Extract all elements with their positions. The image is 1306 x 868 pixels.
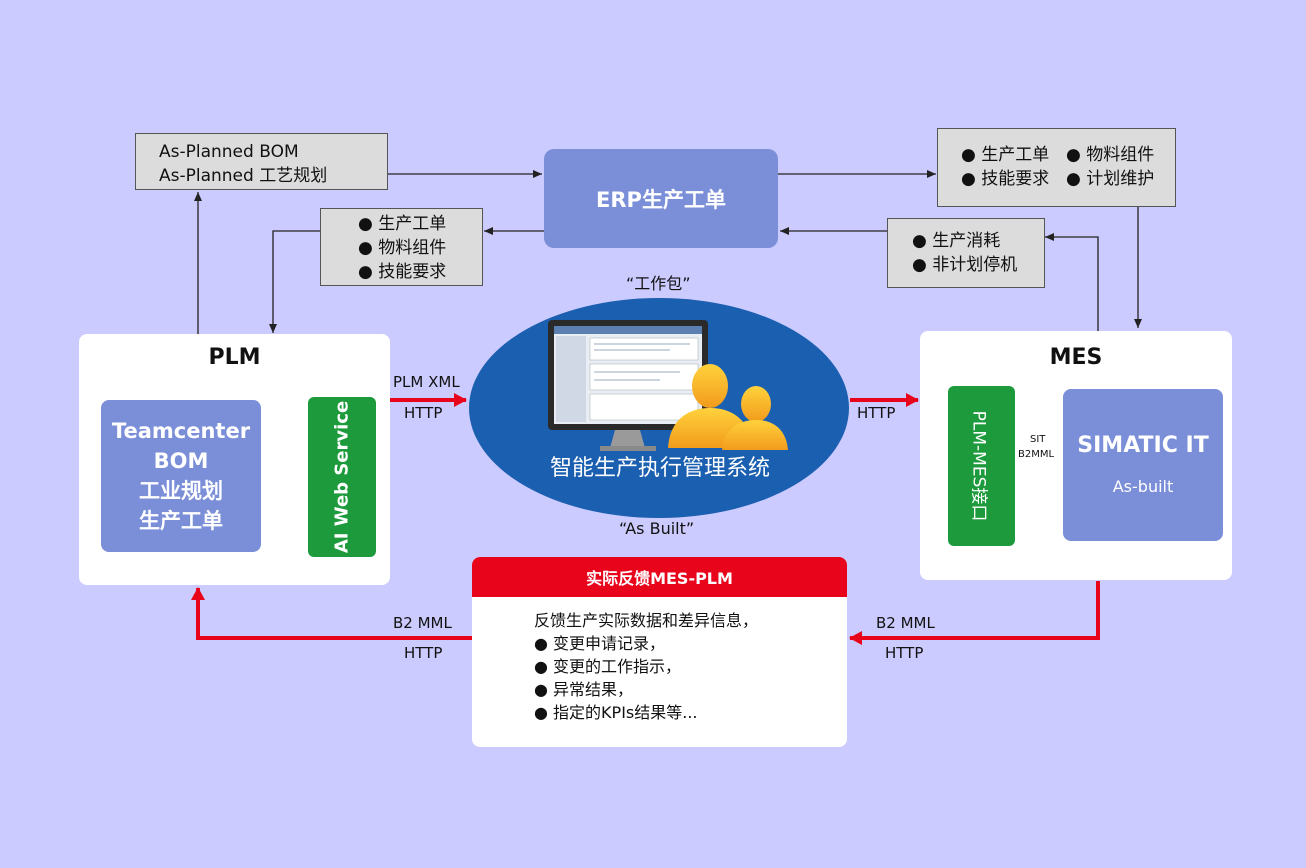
plm-xml-label: PLM XML bbox=[393, 373, 460, 391]
erp-to-mes-box: ● 生产工单 ● 技能要求 ● 物料组件 ● 计划维护 bbox=[937, 128, 1176, 207]
list-item: ● 生产消耗 bbox=[912, 231, 1001, 251]
feedback-line: ● 异常结果， bbox=[534, 680, 634, 699]
list-item: ● 非计划停机 bbox=[912, 255, 1018, 275]
as-planned-box: As-Planned BOM As-Planned 工艺规划 bbox=[135, 133, 388, 190]
center-system-label: 智能生产执行管理系统 bbox=[549, 456, 770, 481]
ai-web-service-box: AI Web Service bbox=[308, 397, 376, 557]
plm-title: PLM bbox=[208, 345, 261, 370]
feedback-header: 实际反馈MES-PLM bbox=[472, 557, 847, 597]
b2mml-right-label: B2 MML bbox=[876, 614, 935, 632]
sit-label: SIT bbox=[1030, 434, 1046, 445]
feedback-body: 反馈生产实际数据和差异信息， ● 变更申请记录， ● 变更的工作指示， ● 异常… bbox=[472, 597, 847, 724]
http-right-label: HTTP bbox=[857, 404, 896, 422]
simatic-it-box: SIMATIC IT As-built bbox=[1063, 389, 1223, 541]
erp-to-plm-box: ● 生产工单 ● 物料组件 ● 技能要求 bbox=[320, 208, 483, 286]
b2mml-label: B2MML bbox=[1018, 449, 1055, 460]
teamcenter-line: BOM bbox=[153, 449, 209, 473]
plm-mes-interface-box: PLM-MES接口 bbox=[948, 386, 1015, 546]
list-item: ● 技能要求 bbox=[358, 262, 447, 282]
list-item: ● 物料组件 bbox=[1066, 145, 1155, 165]
arrow-mes-to-consumption bbox=[1045, 233, 1099, 331]
teamcenter-line: 工业规划 bbox=[139, 479, 223, 503]
simatic-subtitle: As-built bbox=[1112, 477, 1174, 496]
http-bottom-left-label: HTTP bbox=[404, 644, 443, 662]
users-icon bbox=[668, 364, 788, 450]
feedback-line: 反馈生产实际数据和差异信息， bbox=[534, 611, 759, 630]
feedback-line: ● 变更的工作指示， bbox=[534, 657, 682, 676]
as-built-quote: “As Built” bbox=[619, 519, 695, 538]
arrow-leftbox-to-plm bbox=[269, 230, 320, 333]
mes-title: MES bbox=[1049, 345, 1103, 370]
mes-to-erp-box: ● 生产消耗 ● 非计划停机 bbox=[887, 218, 1045, 288]
feedback-line: ● 变更申请记录， bbox=[534, 634, 666, 653]
plm-mes-interface-label: PLM-MES接口 bbox=[968, 410, 989, 522]
simatic-title: SIMATIC IT bbox=[1077, 433, 1209, 458]
feedback-line: ● 指定的KPIs结果等... bbox=[534, 703, 698, 722]
erp-box: ERP生产工单 bbox=[544, 149, 778, 248]
feedback-card: 实际反馈MES-PLM 反馈生产实际数据和差异信息， ● 变更申请记录， ● 变… bbox=[472, 557, 847, 747]
teamcenter-box: Teamcenter BOM 工业规划 生产工单 bbox=[101, 400, 261, 552]
list-item: ● 生产工单 bbox=[961, 145, 1050, 165]
http-bottom-right-label: HTTP bbox=[885, 644, 924, 662]
as-planned-line: As-Planned 工艺规划 bbox=[159, 166, 328, 186]
red-arrow-mes-to-feedback bbox=[849, 581, 1100, 645]
list-item: ● 技能要求 bbox=[961, 169, 1050, 189]
red-arrow-feedback-to-plm bbox=[191, 587, 472, 640]
list-item: ● 计划维护 bbox=[1066, 169, 1155, 189]
teamcenter-line: 生产工单 bbox=[139, 509, 223, 533]
list-item: ● 物料组件 bbox=[358, 238, 447, 258]
monitor-icon bbox=[548, 320, 708, 451]
ai-web-service-label: AI Web Service bbox=[331, 400, 353, 554]
http-left-label: HTTP bbox=[404, 404, 443, 422]
b2mml-left-label: B2 MML bbox=[393, 614, 452, 632]
teamcenter-line: Teamcenter bbox=[111, 419, 251, 443]
list-item: ● 生产工单 bbox=[358, 214, 447, 234]
work-package-quote: “工作包” bbox=[626, 274, 691, 293]
as-planned-line: As-Planned BOM bbox=[159, 142, 299, 162]
